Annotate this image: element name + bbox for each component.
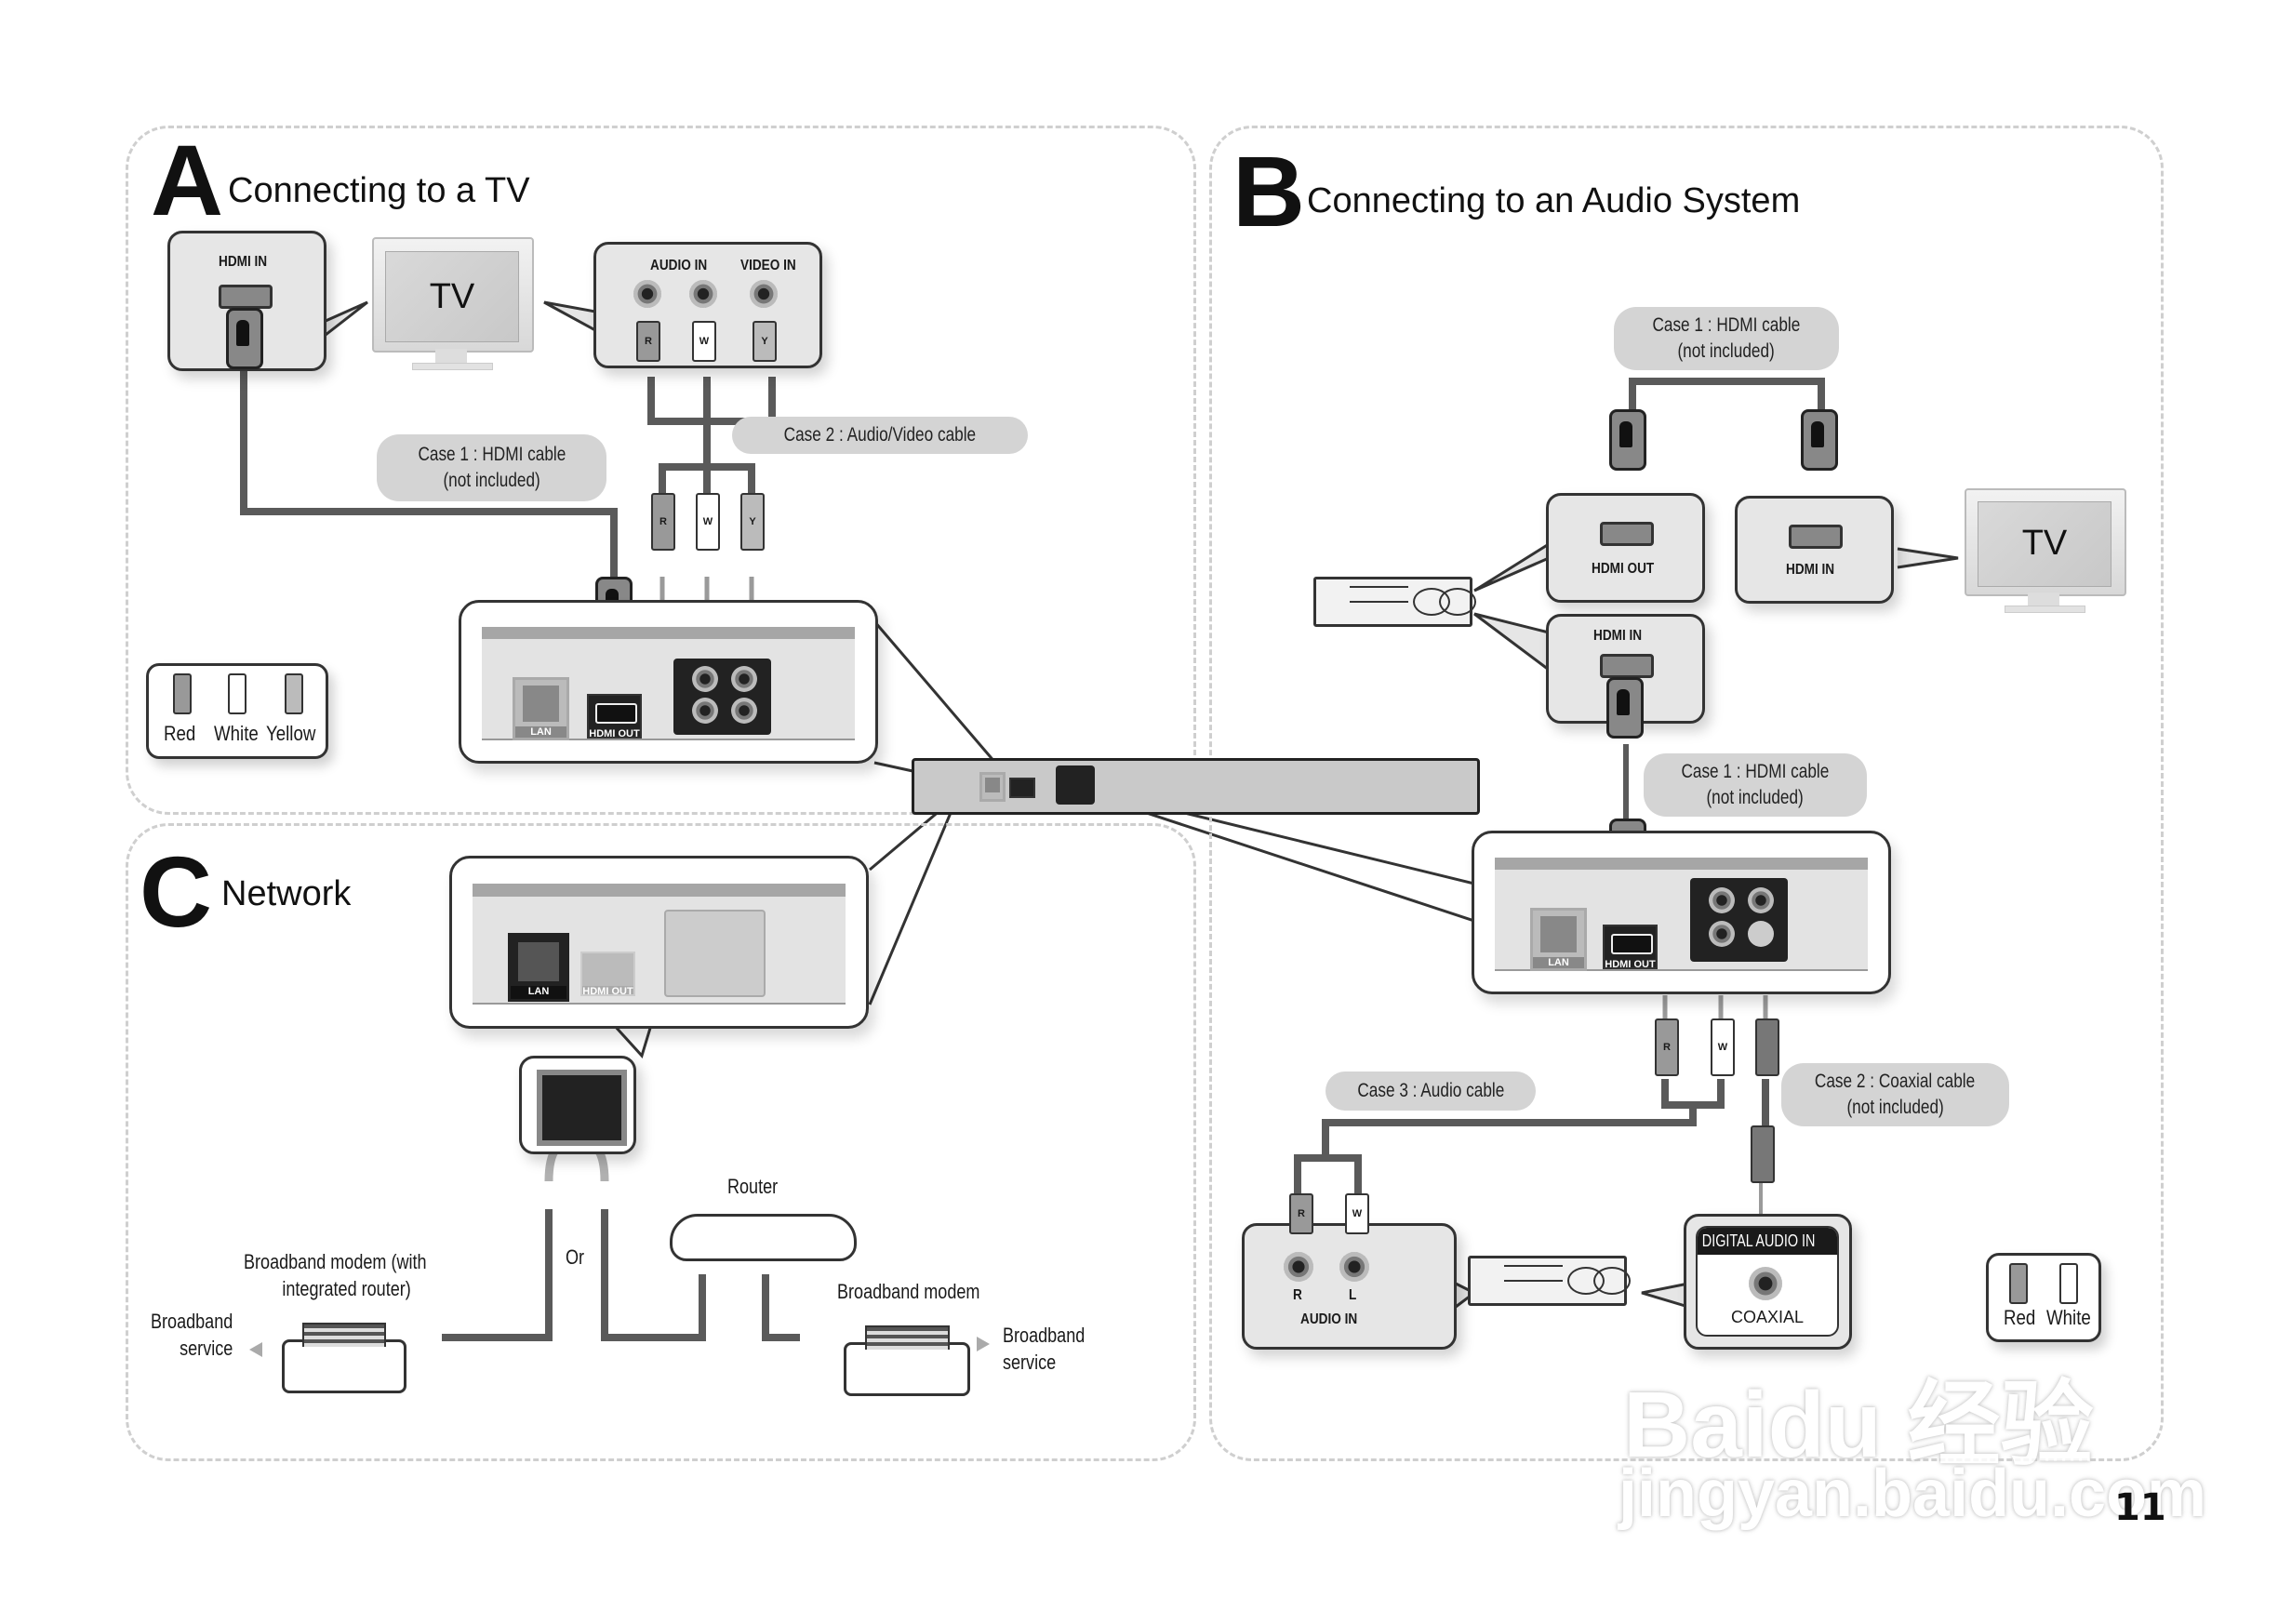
tv-a-label: TV (384, 251, 520, 342)
audio-in-label: AUDIO IN (650, 258, 708, 273)
baidu-watermark-url: jingyan.baidu.com (1619, 1457, 2207, 1531)
plug-red: R (636, 321, 660, 362)
digital-audio-in-callout: DIGITAL AUDIO IN COAXIAL (1684, 1214, 1852, 1350)
section-a-letter: A (151, 124, 223, 236)
coaxial-plug-b2 (1751, 1125, 1775, 1183)
section-c-title: Network (221, 874, 352, 913)
case1-hdmi-pill-b-bottom: Case 1 : HDMI cable (not included) (1644, 753, 1867, 817)
plug-white: W (692, 321, 716, 362)
section-a-title: Connecting to a TV (228, 171, 530, 210)
modem-label: Broadband modem (837, 1280, 980, 1303)
coaxial-label: COAXIAL (1730, 1308, 1805, 1326)
broadband-arrow-left-icon (249, 1342, 262, 1357)
modem-integrated-label: Broadband modem (with integrated router) (244, 1250, 427, 1300)
video-in-jack-icon (750, 280, 778, 308)
av-receiver-top-icon (1313, 577, 1477, 627)
receiver-hdmi-out-callout: HDMI OUT (1546, 493, 1705, 603)
receiver-hdmi-in-label: HDMI IN (1593, 628, 1643, 644)
coaxial-jack-icon (1749, 1267, 1782, 1300)
section-b-letter: B (1232, 135, 1305, 247)
case1-hdmi-pill-b-top: Case 1 : HDMI cable (not included) (1614, 307, 1839, 370)
player-panel-b: LAN HDMI OUT (1472, 831, 1891, 994)
case1-hdmi-pill-a: Case 1 : HDMI cable (not included) (377, 434, 606, 501)
tv-b-label: TV (1977, 501, 2112, 587)
tv-av-in-callout: AUDIO IN VIDEO IN R W Y (593, 242, 822, 368)
av-out-block (673, 659, 771, 735)
plug-yellow-a: Y (740, 493, 765, 551)
hdmi-out-port-c-icon: HDMI OUT (580, 952, 635, 997)
video-in-label: VIDEO IN (740, 258, 796, 273)
audio-in-l-jack-b-icon (1339, 1252, 1369, 1282)
section-c-frame (126, 823, 1196, 1461)
hdmi-plug-b-left (1609, 409, 1646, 471)
hdmi-plug-icon (226, 308, 263, 369)
legend-red-b: Red (2004, 1306, 2036, 1329)
hdmi-plug-b-right (1801, 409, 1838, 471)
case2-av-pill-a: Case 2 : Audio/Video cable (732, 417, 1028, 454)
audio-in-label-b: AUDIO IN (1300, 1311, 1358, 1327)
digital-audio-in-label: DIGITAL AUDIO IN (1698, 1228, 1837, 1255)
or-label: Or (566, 1245, 585, 1269)
page-number: 11 (2114, 1486, 2166, 1529)
router-label: Router (727, 1175, 779, 1198)
section-b-title: Connecting to an Audio System (1307, 181, 1801, 220)
section-a-frame (126, 126, 1196, 815)
legend-white: White (214, 722, 259, 745)
plug-white-a: W (696, 493, 720, 551)
lan-cable-3 (762, 1274, 800, 1341)
plug-red-b: R (1655, 1018, 1679, 1076)
service-right-label: Broadband service (1003, 1324, 1086, 1374)
audio-in-l-label: L (1349, 1287, 1357, 1303)
broadband-arrow-right-icon (977, 1337, 990, 1351)
audio-in-r-jack-icon (633, 280, 661, 308)
tv-hdmi-in-callout-b: HDMI IN (1735, 496, 1894, 604)
hdmi-cable-b-top (1629, 378, 1825, 428)
plug-yellow: Y (753, 321, 777, 362)
plug-white-b: W (1711, 1018, 1735, 1076)
legend-white-b: White (2046, 1306, 2091, 1329)
case2-coaxial-pill-b: Case 2 : Coaxial cable (not included) (1781, 1063, 2009, 1126)
service-left-label: Broadband service (151, 1310, 233, 1360)
section-c-letter: C (140, 835, 212, 948)
case3-audio-pill-b: Case 3 : Audio cable (1326, 1072, 1536, 1111)
player-panel-a: LAN HDMI OUT (459, 600, 878, 764)
tv-b: TV (1965, 488, 2126, 619)
bluray-player-rear (912, 758, 1480, 815)
player-panel-c: LAN HDMI OUT (449, 856, 869, 1029)
receiver-hdmi-in-callout: HDMI IN (1546, 614, 1705, 739)
hdmi-in-label: HDMI IN (219, 254, 268, 270)
legend-yellow: Yellow (266, 722, 316, 745)
router-icon (670, 1214, 857, 1261)
lan-jack-callout (519, 1056, 636, 1154)
hdmi-cable-a (240, 367, 618, 595)
av-receiver-bottom-icon (1468, 1256, 1632, 1306)
plug-red-a: R (651, 493, 675, 551)
av-out-block-c (664, 910, 766, 997)
coaxial-plug-b (1755, 1018, 1779, 1076)
tv-a: TV (372, 237, 534, 377)
hdmi-in-socket-icon (219, 285, 273, 309)
lan-cable-1 (442, 1209, 553, 1341)
tv-hdmi-in-callout: HDMI IN (167, 231, 326, 371)
lan-port-highlight-icon: LAN (508, 933, 569, 1002)
audio-in-l-jack-icon (689, 280, 717, 308)
color-legend-b: Red White (1986, 1253, 2101, 1342)
color-legend-a: Red White Yellow (146, 663, 328, 759)
audio-in-r-label: R (1293, 1287, 1302, 1303)
hdmi-out-port-icon: HDMI OUT (587, 694, 642, 739)
receiver-hdmi-out-label: HDMI OUT (1592, 561, 1655, 577)
lan-port-icon: LAN (513, 677, 569, 740)
audio-in-r-jack-b-icon (1284, 1252, 1313, 1282)
audio-in-callout-b: R W R L AUDIO IN (1242, 1193, 1457, 1350)
lan-jack-icon (537, 1070, 627, 1146)
av-cable-a-top (647, 377, 776, 425)
modem-icon (844, 1325, 970, 1396)
tv-hdmi-in-label-b: HDMI IN (1786, 562, 1835, 578)
modem-integrated-icon (282, 1323, 406, 1393)
legend-red: Red (164, 722, 196, 745)
baidu-watermark: Baidu 经验 (1623, 1373, 2094, 1477)
lan-cable-2 (601, 1209, 706, 1341)
